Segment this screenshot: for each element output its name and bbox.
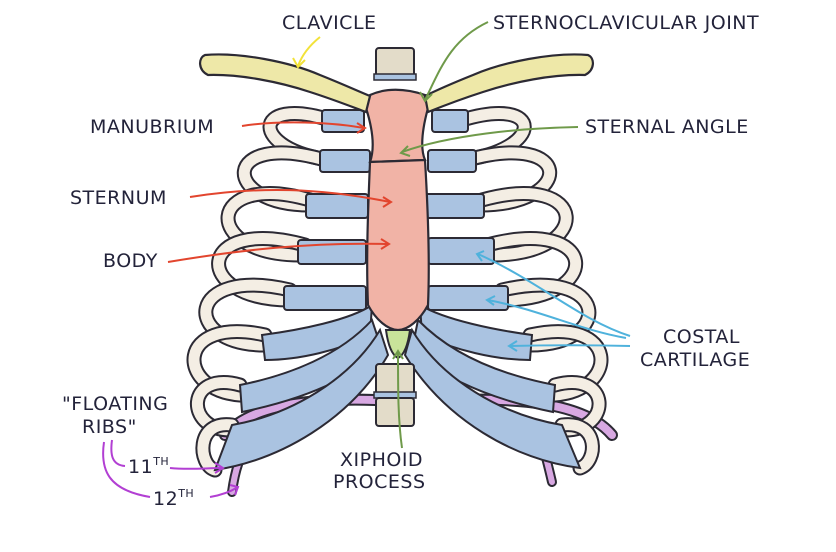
costal-cartilages (213, 109, 582, 472)
label-rib-12-suffix: TH (177, 487, 194, 500)
label-rib-12-number: 12 (153, 488, 178, 510)
label-rib-11-number: 11 (128, 456, 153, 478)
label-costal-cartilage-line2: CARTILAGE (640, 349, 750, 371)
label-sternal-angle: STERNAL ANGLE (585, 116, 749, 138)
label-rib-11: 11TH (128, 455, 169, 478)
ribs-left (186, 106, 338, 478)
label-floating-ribs-line1: "FLOATING (62, 393, 168, 415)
label-manubrium: MANUBRIUM (90, 116, 214, 138)
vertebrae (373, 47, 417, 427)
label-xiphoid-line1: XIPHOID (340, 449, 423, 471)
label-body: BODY (103, 250, 158, 272)
label-rib-11-suffix: TH (152, 455, 169, 468)
labels: CLAVICLE STERNOCLAVICULAR JOINT MANUBRIU… (62, 12, 759, 510)
label-sternoclavicular-joint: STERNOCLAVICULAR JOINT (493, 12, 759, 34)
label-sternum: STERNUM (70, 187, 167, 209)
label-xiphoid-line2: PROCESS (333, 471, 426, 493)
ribs-right (454, 106, 609, 476)
label-rib-12: 12TH (153, 487, 194, 510)
label-clavicle: CLAVICLE (282, 12, 377, 34)
clavicles (199, 53, 594, 114)
label-arrows (102, 21, 631, 498)
label-floating-ribs-line2: RIBS" (82, 416, 137, 438)
label-costal-cartilage-line1: COSTAL (663, 326, 740, 348)
sternum (364, 88, 430, 360)
